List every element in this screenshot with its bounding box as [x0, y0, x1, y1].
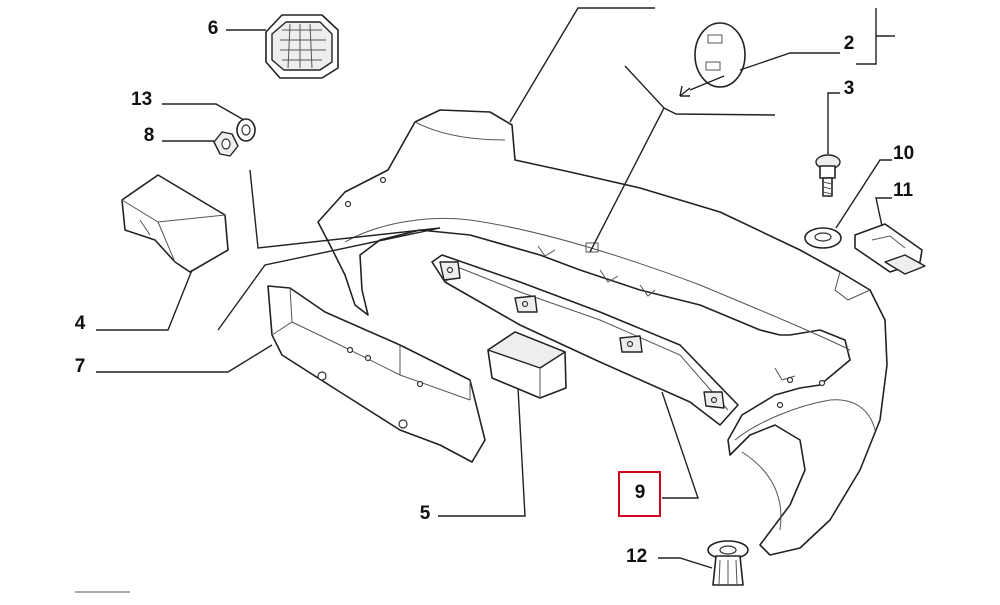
highlight-box-callout-9: [618, 471, 661, 517]
callout-13: 13: [131, 89, 153, 110]
part-7-lower-beam: [96, 285, 486, 463]
bracket-line-2: [856, 8, 877, 65]
callout-3: 3: [843, 78, 855, 99]
part-10-washer: [804, 159, 892, 249]
callout-11: 11: [893, 180, 914, 201]
part-3-bolt: [815, 92, 841, 197]
part-4-bracket: [96, 174, 229, 331]
callout-6: 6: [207, 18, 219, 39]
part-9-reinforcement-beam: [431, 254, 739, 499]
part-8-nut: [162, 131, 239, 157]
callout-4: 4: [74, 313, 86, 334]
part-5-foam-block: [438, 331, 567, 517]
callout-10: 10: [893, 143, 915, 164]
callout-9: 9: [634, 482, 646, 503]
part-13-washer: [162, 103, 256, 142]
part-12-push-clip: [658, 540, 749, 586]
part-11-clip: [854, 197, 926, 275]
callout-7: 7: [74, 356, 86, 377]
leader-left-inner: [249, 169, 441, 249]
leader-plate-cover-branch: [663, 107, 776, 116]
callout-12: 12: [626, 546, 648, 567]
callout-5: 5: [419, 503, 431, 524]
part-2-cover-cap: [679, 22, 840, 97]
callout-2: 2: [843, 33, 855, 54]
rear-bumper-cover: [317, 109, 888, 556]
callout-8: 8: [143, 125, 155, 146]
leader-left-lower: [217, 227, 441, 331]
part-6-vent-grille: [226, 14, 339, 79]
leader-assembly-top: [509, 7, 655, 123]
